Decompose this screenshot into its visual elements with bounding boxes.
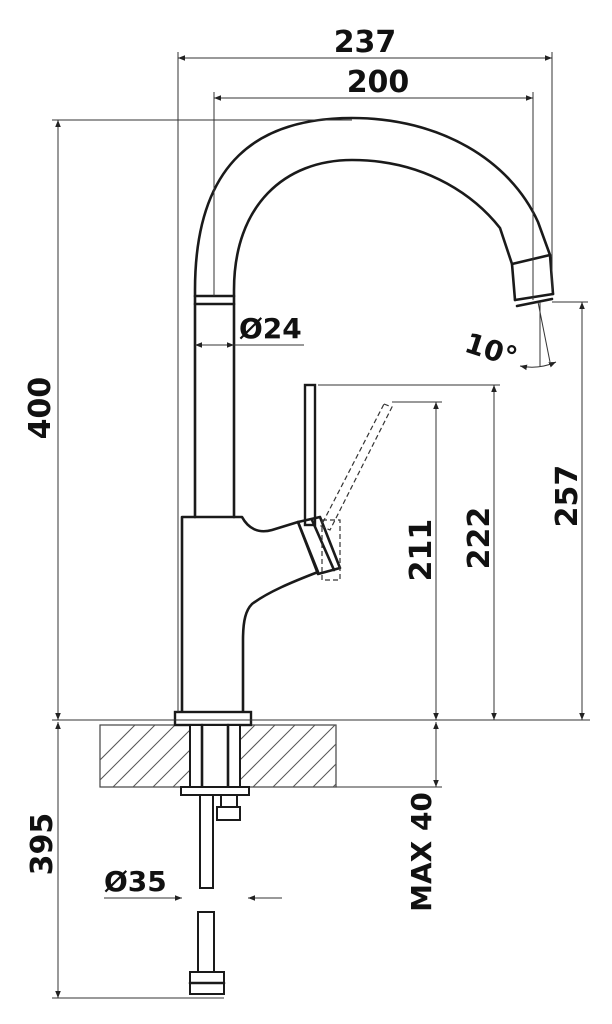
- lever-alt-position: [320, 403, 393, 581]
- shank: [189, 724, 241, 788]
- dimension-lines: [55, 55, 585, 998]
- supply-hose: [199, 794, 214, 889]
- dim-base-diameter: Ø35: [104, 865, 167, 898]
- dim-spout-angle: 10°: [461, 326, 522, 374]
- spout-tip: [510, 253, 555, 308]
- faucet-body: [173, 116, 555, 995]
- dim-lever-height-max: 222: [462, 507, 497, 570]
- mixer-body: [180, 515, 320, 714]
- dim-spout-diameter: Ø24: [239, 312, 302, 345]
- extension-lines: [52, 52, 590, 999]
- base-ring: [173, 710, 253, 727]
- spout-outer: [193, 116, 555, 519]
- dim-spout-height: 257: [550, 465, 585, 528]
- countertop-hatching: [100, 725, 336, 787]
- spout-inner: [232, 158, 517, 519]
- dim-max-counter-thickness: MAX 40: [405, 792, 438, 912]
- dim-overall-width: 237: [334, 25, 397, 60]
- dim-total-height: 400: [23, 377, 58, 440]
- lever-handle: [303, 383, 317, 527]
- dim-below-counter: 395: [25, 813, 60, 876]
- dim-lever-height: 211: [404, 519, 439, 582]
- hose-fitting: [197, 911, 215, 973]
- dim-reach: 200: [347, 65, 410, 100]
